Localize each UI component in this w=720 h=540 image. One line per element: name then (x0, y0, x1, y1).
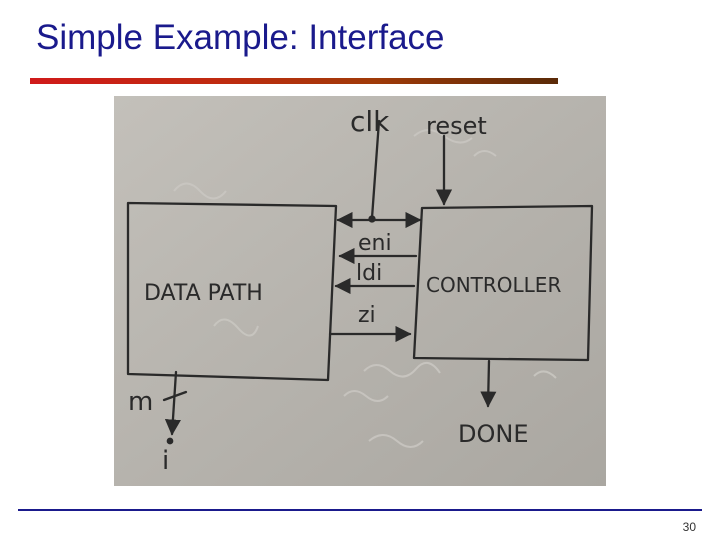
datapath-label: DATA PATH (144, 281, 263, 306)
m-slash (162, 390, 188, 402)
controller-box (412, 204, 594, 362)
datapath-box (126, 201, 338, 382)
slide-title: Simple Example: Interface (36, 18, 445, 57)
controller-label: CONTROLLER (426, 273, 561, 297)
clk-label: clk (350, 105, 390, 138)
done-label: DONE (458, 420, 529, 448)
clk-line (370, 119, 381, 220)
zi-label: zi (358, 303, 376, 328)
paper-background (114, 96, 606, 486)
ldi-label: ldi (356, 261, 382, 286)
whiteboard-photo: clk reset DATA PATH CONTROLLER eni ldi z… (114, 96, 606, 486)
m-line (164, 370, 181, 436)
title-underline (30, 78, 558, 84)
footer-rule (18, 509, 702, 511)
i-dot (166, 437, 174, 445)
done-arrow (480, 359, 497, 408)
m-label: m (128, 387, 153, 417)
eni-label: eni (358, 231, 392, 256)
reset-label: reset (426, 112, 487, 140)
i-label: i (162, 446, 169, 476)
page-number: 30 (682, 520, 696, 534)
